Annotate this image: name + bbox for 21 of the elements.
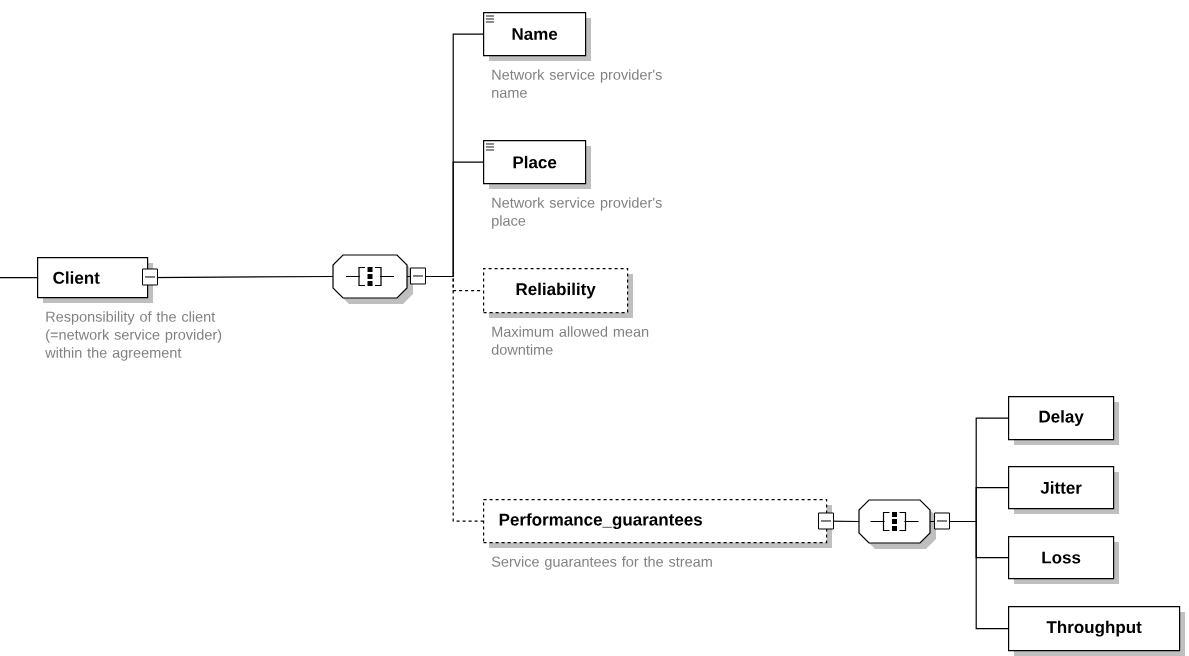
element-box: Delay <box>1008 396 1119 445</box>
connector <box>0 277 38 279</box>
element-box: Throughput <box>1008 606 1185 656</box>
description-text: Service guarantees for the stream <box>491 556 712 570</box>
element-box: Reliability <box>483 268 633 318</box>
element-box: Client <box>37 257 153 303</box>
description-text: Maximum allowed mean downtime <box>491 326 649 355</box>
collapse-button <box>410 267 426 285</box>
sequence-compositor <box>858 499 936 549</box>
element-box: Loss <box>1008 536 1119 584</box>
element-box: Place <box>483 140 591 189</box>
collapse-button <box>818 512 834 530</box>
collapse-button <box>142 268 158 286</box>
description-text: Responsibility of the client (=network service provider) within the agreement <box>45 311 222 361</box>
element-box: Name <box>483 12 591 61</box>
collapse-button <box>934 512 950 530</box>
description-text: Network service provider's name <box>492 69 662 98</box>
element-box: Performance_guarantees <box>483 499 832 548</box>
sequence-compositor <box>332 254 413 304</box>
description-text: Network service provider's place <box>492 197 662 229</box>
element-box: Jitter <box>1008 466 1119 514</box>
